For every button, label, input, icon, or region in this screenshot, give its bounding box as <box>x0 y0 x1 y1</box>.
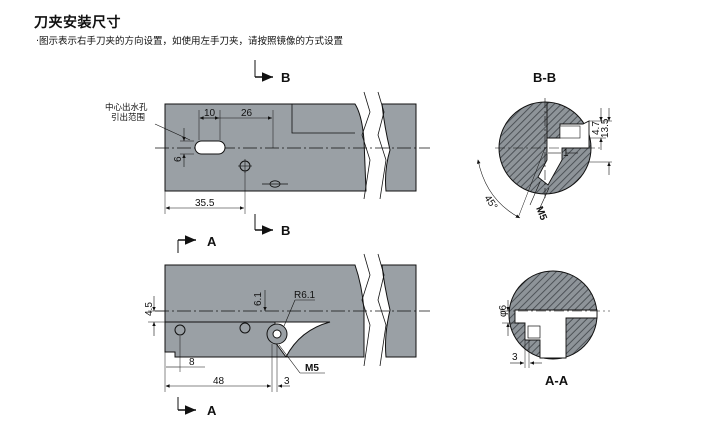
section-bb: B-B 4.7 13.5 1 45° M5 <box>476 70 612 222</box>
coolant-slot <box>194 140 226 155</box>
section-a-label-top: A <box>207 234 217 249</box>
top-holder-body <box>164 103 367 192</box>
dim-45-deg: 45° <box>482 193 500 212</box>
top-break-line-2 <box>377 91 387 200</box>
top-holder-front-curve <box>291 104 355 134</box>
dim-10: 10 <box>204 108 216 119</box>
section-aa-label: A-A <box>545 373 569 388</box>
bottom-break-line-1 <box>361 253 371 367</box>
bottom-coolant-hole <box>272 329 282 339</box>
dim-35-5: 35.5 <box>195 198 215 209</box>
section-b-label-bottom: B <box>281 223 290 238</box>
section-a-label-bottom: A <box>207 403 217 418</box>
dim-m5-bb: M5 <box>533 205 549 222</box>
dim-m5-bottom: M5 <box>305 363 319 374</box>
bottom-break-line-2 <box>377 253 387 367</box>
dim-r6-1: R6.1 <box>294 290 316 301</box>
section-aa: φ6 3 A-A <box>498 270 610 388</box>
dim-4-7: 4.7 <box>591 121 602 135</box>
section-bb-label: B-B <box>533 70 556 85</box>
top-view: B 中心出水孔 引出范围 10 26 <box>105 60 430 238</box>
coolant-note-line2: 引出范围 <box>111 112 145 123</box>
section-arrow-a-bottom: A <box>177 397 217 418</box>
coolant-note-line1: 中心出水孔 <box>105 102 148 113</box>
dim-6: 6 <box>173 156 184 162</box>
dim-1: 1 <box>563 148 569 159</box>
page-subtitle: ·图示表示右手刀夹的方向设置，如使用左手刀夹，请按照镜像的方式设置 <box>36 36 344 47</box>
dim-6-1: 6.1 <box>253 292 264 306</box>
page-title: 刀夹安装尺寸 <box>34 15 121 31</box>
dim-48: 48 <box>213 376 225 387</box>
top-holder-rear-block <box>381 103 417 192</box>
dim-3-aa: 3 <box>512 352 518 363</box>
section-arrow-b-bottom: B <box>254 214 290 238</box>
dim-4-5: 4.5 <box>144 302 155 316</box>
section-arrow-a-top: A <box>177 234 217 253</box>
dim-phi6: φ6 <box>498 305 509 317</box>
dim-26: 26 <box>241 108 253 119</box>
bottom-view: A 4.5 6.1 R6.1 M5 8 <box>144 234 430 418</box>
section-b-label-top: B <box>281 70 290 85</box>
bottom-mid-hole <box>239 322 251 334</box>
bottom-left-hole <box>174 324 186 336</box>
section-arrow-b-top: B <box>254 60 290 85</box>
dim-3-bottom: 3 <box>284 376 290 387</box>
dim-13-5: 13.5 <box>600 118 611 138</box>
dim-8: 8 <box>189 357 195 368</box>
top-break-line-1 <box>361 91 371 200</box>
